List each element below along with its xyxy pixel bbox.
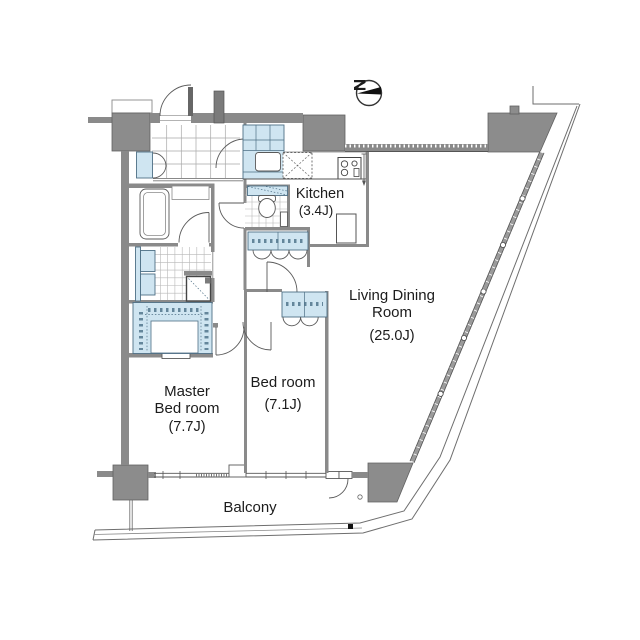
kitchen-island-counter — [336, 213, 357, 244]
pipe-shaft — [213, 90, 225, 124]
bathroom-counter — [171, 185, 210, 200]
columns — [88, 99, 558, 503]
bedroom-door-arc — [242, 321, 272, 351]
ld-door-arc — [266, 261, 298, 293]
kitchen-area-label: (3.4J) — [299, 203, 334, 218]
bath-door-arc — [178, 212, 210, 243]
master-bedroom-label-1: Master — [164, 383, 210, 400]
compass: N — [350, 79, 383, 107]
window-latch — [480, 288, 487, 295]
column-top-left — [111, 112, 151, 152]
bedroom-area — [215, 291, 328, 356]
wall-stub-left-top — [88, 117, 112, 123]
kitchen-label: Kitchen — [296, 186, 344, 202]
vanity-sink — [140, 250, 156, 272]
faucet-box — [205, 277, 211, 284]
living-dining-label-2: Room — [372, 304, 412, 321]
master-bedroom-area-label: (7.7J) — [168, 419, 205, 435]
wall-stub-left-bottom — [97, 471, 113, 477]
master-bedroom-label-2: Bed room — [154, 400, 219, 417]
bathtub — [139, 188, 170, 240]
drain-pipe — [348, 524, 353, 529]
washing-machine — [185, 275, 212, 302]
genkan-tiles — [152, 125, 240, 178]
toilet-bowl — [258, 198, 276, 218]
compass-needle — [357, 87, 381, 95]
master-door-arc — [215, 326, 245, 356]
room-labels: Kitchen (3.4J) Living Dining Room (25.0J… — [154, 186, 434, 516]
balcony-door-arc — [328, 478, 349, 499]
compass-north-label: N — [350, 79, 369, 91]
corridor-niche — [111, 99, 153, 114]
building-outline — [92, 86, 581, 541]
window-latch — [499, 241, 506, 248]
window-pier — [228, 464, 247, 478]
entrance-door-leaf — [188, 87, 193, 116]
toilet-cabinet — [280, 211, 288, 227]
pipe-top-right — [509, 105, 520, 115]
column-bottom-right — [367, 462, 414, 503]
hallway — [247, 231, 309, 293]
bathroom — [139, 185, 210, 243]
living-dining-area-label: (25.0J) — [369, 328, 414, 344]
entrance-area — [136, 84, 246, 182]
entrance-door-arc — [159, 84, 192, 117]
bedroom-label: Bed room — [250, 374, 315, 391]
drain — [357, 494, 363, 500]
balcony-details — [129, 494, 363, 531]
shoe-cabinet — [136, 151, 153, 179]
bedroom-area-label: (7.1J) — [264, 397, 301, 413]
window-wall-slanted — [409, 150, 545, 464]
column-top-right — [487, 112, 558, 153]
walk-in-closet — [132, 302, 213, 354]
kitchen-area — [242, 124, 367, 244]
vanity-cabinet — [140, 273, 156, 296]
kitchen-sink — [255, 152, 281, 172]
window-latch — [460, 334, 467, 341]
shoe-cabinet-door — [152, 152, 167, 167]
living-dining-label-1: Living Dining — [349, 287, 435, 304]
column-bottom-left — [112, 464, 149, 501]
walls — [121, 90, 545, 499]
bottom-wall-windows — [148, 464, 368, 499]
toilet-room — [218, 185, 288, 229]
toilet-door-arc — [218, 202, 245, 229]
column-top-middle — [302, 114, 346, 152]
window-latch — [519, 195, 526, 202]
washroom — [135, 246, 212, 302]
stove — [337, 157, 362, 180]
balcony-label: Balcony — [223, 499, 277, 516]
hall-door-arc — [215, 138, 246, 169]
window-latch — [437, 390, 444, 397]
balcony-door-panel — [338, 471, 353, 479]
shoe-cabinet-door — [152, 165, 167, 179]
